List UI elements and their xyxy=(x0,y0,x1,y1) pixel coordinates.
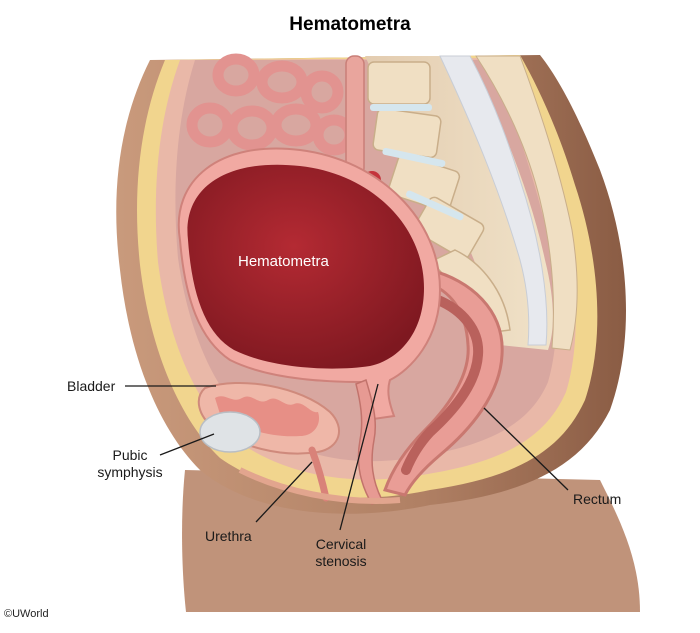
cervix xyxy=(355,378,384,505)
pubic-symphysis xyxy=(199,411,261,453)
label-cervical-stenosis: Cervical stenosis xyxy=(306,536,376,570)
diagram-title: Hematometra xyxy=(289,14,411,35)
urethra xyxy=(308,446,330,502)
label-urethra: Urethra xyxy=(205,528,252,544)
urethra-leader xyxy=(255,461,313,523)
vessel-tube xyxy=(345,55,365,177)
label-cervical-line2: stenosis xyxy=(315,553,367,569)
hematometra-cavity xyxy=(187,164,424,369)
rectum-leader xyxy=(483,407,569,491)
label-cervical-line1: Cervical xyxy=(315,536,367,552)
label-rectum: Rectum xyxy=(573,491,622,507)
label-pubic-line1: Pubic xyxy=(112,447,148,463)
label-hematometra: Hematometra xyxy=(238,253,329,270)
pubic-leader xyxy=(159,433,215,456)
label-pubic-line2: symphysis xyxy=(97,464,163,480)
label-pubic-symphysis: Pubic symphysis xyxy=(88,447,172,481)
perineum xyxy=(238,467,401,504)
leader-lines xyxy=(125,383,569,531)
cervical-leader xyxy=(339,383,379,531)
label-bladder: Bladder xyxy=(67,378,116,394)
bladder-rugae xyxy=(215,396,320,437)
copyright-text: ©UWorld xyxy=(4,608,49,620)
rectum-lumen xyxy=(401,295,484,475)
